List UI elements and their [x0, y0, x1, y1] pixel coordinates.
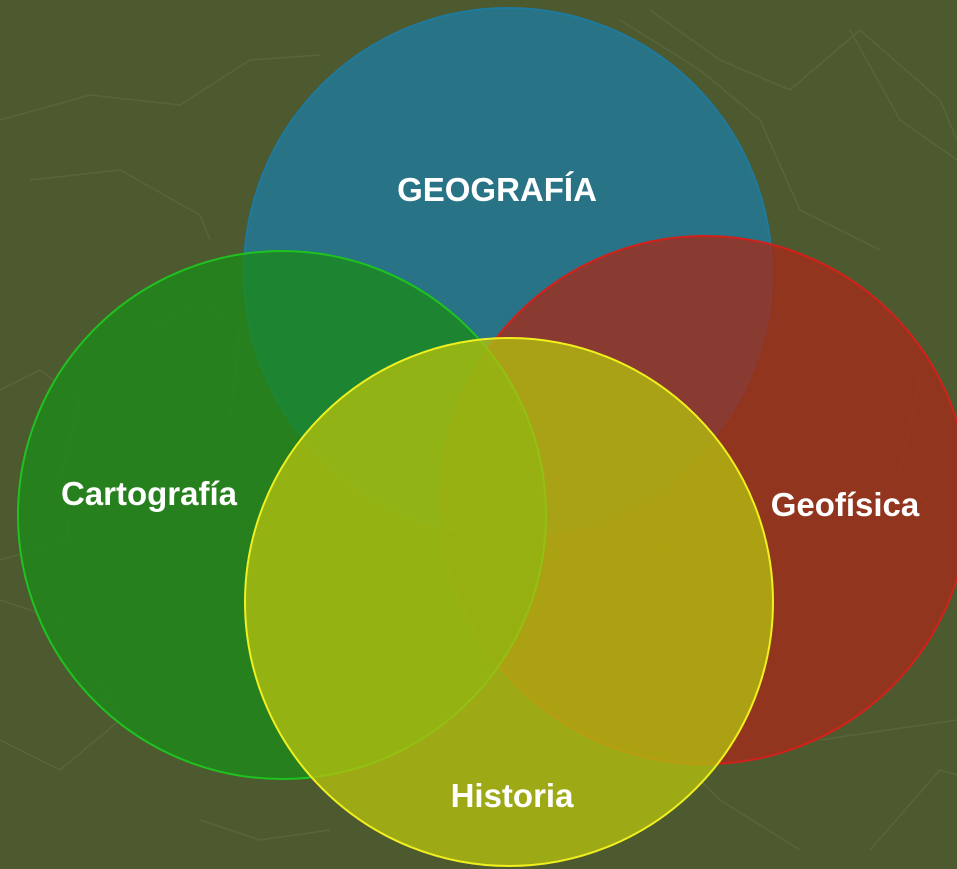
- label-geografia: GEOGRAFÍA: [397, 171, 597, 208]
- label-geofisica: Geofísica: [771, 486, 920, 523]
- label-cartografia: Cartografía: [61, 475, 238, 512]
- label-historia: Historia: [451, 777, 575, 814]
- circle-historia: [244, 337, 774, 867]
